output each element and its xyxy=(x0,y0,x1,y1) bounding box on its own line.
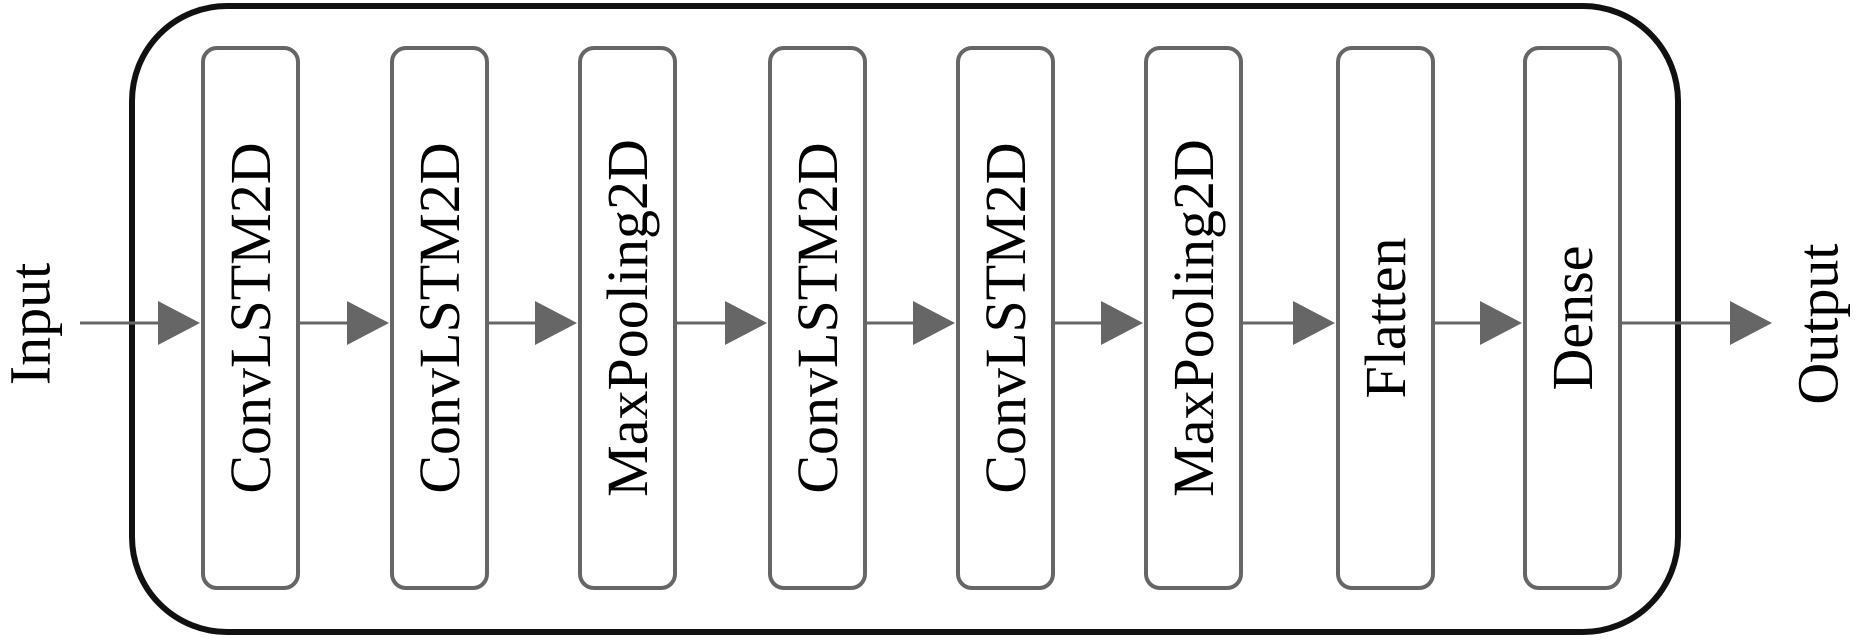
layer-label: MaxPooling2D xyxy=(595,139,660,497)
arrow-head xyxy=(1293,301,1335,345)
layer-box xyxy=(768,46,867,590)
input-label: Input xyxy=(0,263,63,385)
arrow-head xyxy=(725,301,767,345)
layer-convlstm2d-3: ConvLSTM2D xyxy=(768,46,867,590)
arrow-head xyxy=(158,301,200,345)
layer-box xyxy=(1523,46,1622,590)
arrow-group xyxy=(80,301,1772,345)
arrow-head xyxy=(913,301,955,345)
arrow-head xyxy=(347,301,389,345)
layer-label: ConvLSTM2D xyxy=(218,142,283,493)
arrow-head xyxy=(1101,301,1143,345)
layer-dense: Dense xyxy=(1523,46,1622,590)
layer-label: Flatten xyxy=(1353,237,1418,398)
layer-label: ConvLSTM2D xyxy=(407,142,472,493)
layer-convlstm2d-2: ConvLSTM2D xyxy=(390,46,489,590)
layer-label: Dense xyxy=(1540,246,1605,391)
layer-flatten: Flatten xyxy=(1336,46,1435,590)
layer-maxpooling2d-1: MaxPooling2D xyxy=(578,46,677,590)
layer-box xyxy=(1144,46,1243,590)
layer-box xyxy=(390,46,489,590)
output-label: Output xyxy=(1786,243,1851,404)
arrow-head xyxy=(535,301,577,345)
layer-convlstm2d-1: ConvLSTM2D xyxy=(201,46,300,590)
layer-box xyxy=(1336,46,1435,590)
arrow-head xyxy=(1730,301,1772,345)
layer-box xyxy=(578,46,677,590)
layer-maxpooling2d-2: MaxPooling2D xyxy=(1144,46,1243,590)
model-container xyxy=(129,3,1681,635)
layer-label: MaxPooling2D xyxy=(1161,139,1226,497)
layer-group: ConvLSTM2D ConvLSTM2D MaxPooling2D ConvL… xyxy=(201,46,1622,590)
layer-label: ConvLSTM2D xyxy=(785,142,850,493)
layer-label: ConvLSTM2D xyxy=(973,142,1038,493)
arrow-head xyxy=(1480,301,1522,345)
layer-box xyxy=(201,46,300,590)
layer-convlstm2d-4: ConvLSTM2D xyxy=(956,46,1055,590)
layer-box xyxy=(956,46,1055,590)
